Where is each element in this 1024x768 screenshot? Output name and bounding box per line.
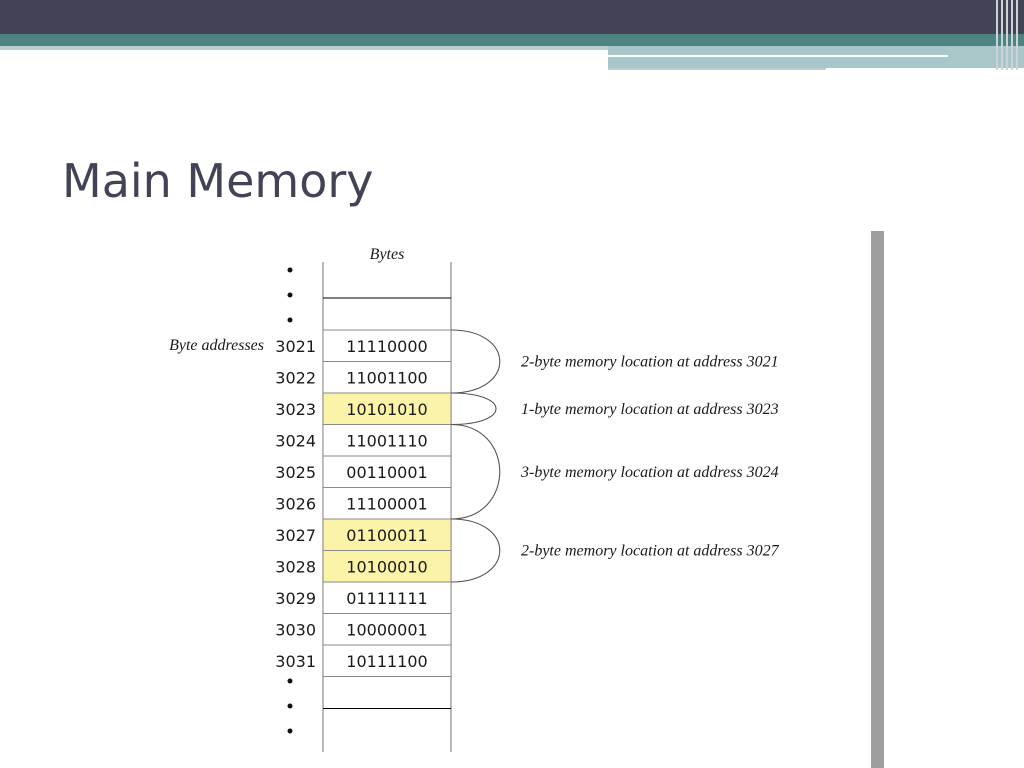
memory-location: 2-byte memory location at address 3027: [450, 518, 780, 583]
byte-value: 10111100: [346, 652, 427, 671]
byte-address: 3028: [275, 557, 316, 576]
top-dark-band: [0, 0, 1024, 34]
byte-value: 00110001: [346, 463, 427, 482]
byte-cell: [322, 644, 452, 677]
ellipsis-dot: [287, 728, 293, 734]
byte-cell: [322, 613, 452, 646]
ellipsis-dots: [287, 267, 293, 734]
memory-row: 3023 10101010: [275, 392, 452, 425]
byte-address: 3022: [275, 368, 316, 387]
memory-row: 3024 11001110: [275, 424, 452, 457]
memory-location-brackets: 2-byte memory location at address 3021 1-…: [450, 329, 780, 583]
slide-title: Main Memory: [62, 154, 374, 208]
byte-value: 01100011: [346, 526, 427, 545]
memory-row: 3021 11110000: [275, 329, 452, 362]
byte-value: 10100010: [346, 557, 427, 576]
byte-address: 3031: [275, 652, 316, 671]
byte-address: 3026: [275, 494, 316, 513]
header-step-line: [608, 55, 948, 57]
byte-address: 3030: [275, 620, 316, 639]
header-step-line: [608, 68, 826, 70]
byte-addresses-label: Byte addresses: [169, 337, 264, 354]
ellipsis-dot: [287, 703, 293, 709]
memory-row: 3029 01111111: [275, 581, 452, 614]
byte-cell: [322, 581, 452, 614]
memory-row: 3026 11100001: [275, 487, 452, 520]
location-bracket: [450, 518, 501, 583]
memory-row: 3027 01100011: [275, 518, 452, 551]
memory-location: 1-byte memory location at address 3023: [450, 392, 779, 426]
bytes-column-header: Bytes: [370, 246, 405, 263]
header-step-band: [608, 46, 1024, 68]
ellipsis-dot: [287, 267, 293, 273]
ellipsis-dot: [287, 292, 293, 298]
memory-row: 3030 10000001: [275, 613, 452, 646]
byte-value: 11100001: [346, 494, 427, 513]
ellipsis-dot: [287, 678, 293, 684]
byte-value: 10101010: [346, 400, 427, 419]
byte-cell: [322, 487, 452, 520]
memory-row: 3031 10111100: [275, 644, 452, 677]
byte-address: 3024: [275, 431, 316, 450]
byte-value: 11001110: [346, 431, 427, 450]
location-label: 3-byte memory location at address 3024: [520, 464, 779, 481]
byte-cell: [322, 455, 452, 488]
corner-stripes: [992, 0, 1024, 70]
byte-value: 01111111: [346, 589, 427, 608]
memory-row: 3025 00110001: [275, 455, 452, 488]
location-label: 1-byte memory location at address 3023: [521, 401, 779, 418]
location-label: 2-byte memory location at address 3021: [521, 354, 779, 371]
right-accent-bar: [871, 231, 884, 768]
memory-location: 3-byte memory location at address 3024: [450, 423, 779, 520]
byte-address: 3029: [275, 589, 316, 608]
byte-value: 11001100: [346, 368, 427, 387]
byte-address: 3025: [275, 463, 316, 482]
byte-address: 3023: [275, 400, 316, 419]
memory-rows: 3021 11110000 3022 11001100 3023 10101010 3024…: [275, 329, 452, 677]
byte-cell: [322, 424, 452, 457]
location-bracket: [450, 423, 501, 520]
byte-value: 10000001: [346, 620, 427, 639]
top-pale-band: [0, 46, 1024, 50]
memory-row: 3028 10100010: [275, 550, 452, 583]
location-bracket: [450, 329, 501, 394]
byte-value: 11110000: [346, 337, 427, 356]
location-label: 2-byte memory location at address 3027: [521, 543, 780, 560]
top-teal-band: [0, 34, 1024, 46]
byte-address: 3027: [275, 526, 316, 545]
memory-location: 2-byte memory location at address 3021: [450, 329, 779, 394]
highlighted-byte-cell: [322, 518, 452, 551]
location-bracket: [450, 392, 497, 426]
memory-row: 3022 11001100: [275, 361, 452, 394]
byte-address: 3021: [275, 337, 316, 356]
ellipsis-dot: [287, 317, 293, 323]
